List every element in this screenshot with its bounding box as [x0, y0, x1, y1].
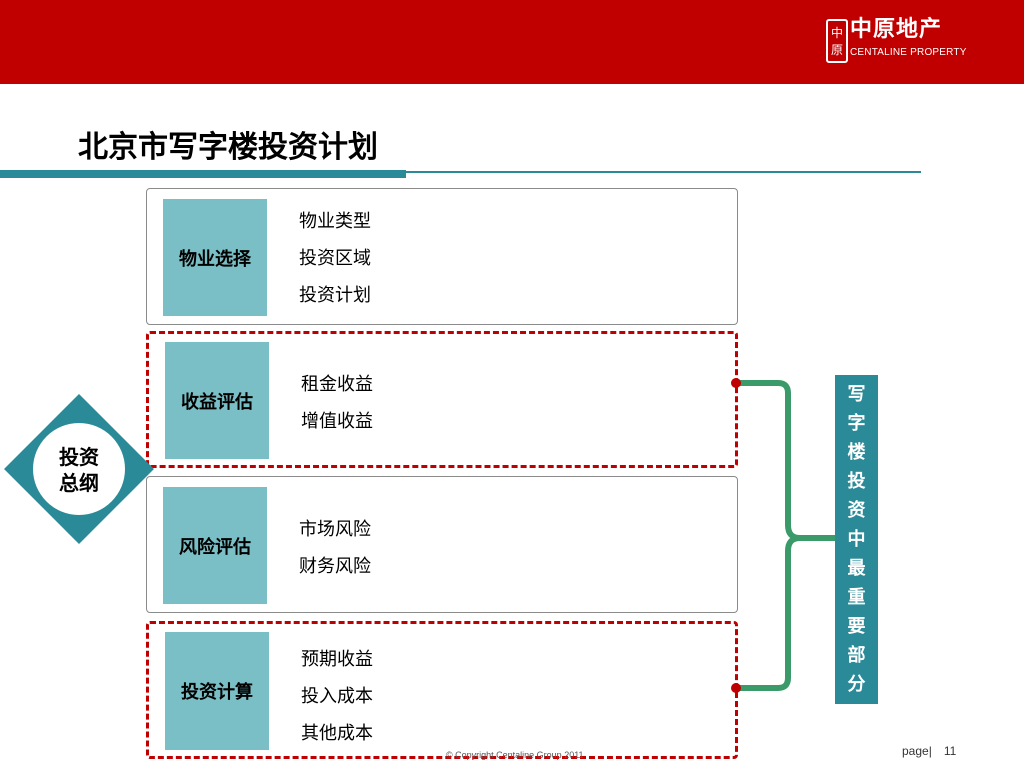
card-item: 投资区域	[299, 248, 371, 269]
card-risk-assessment: 风险评估 市场风险 财务风险	[146, 476, 738, 613]
logo-english-name: CENTALINE PROPERTY	[850, 47, 967, 58]
title-underline-thick	[0, 170, 406, 178]
brace-dot-top	[731, 378, 741, 388]
highlight-char: 要	[847, 616, 866, 637]
highlight-char: 写	[847, 384, 866, 405]
copyright-notice: © Copyright Centaline Group 2011	[446, 750, 584, 760]
highlight-vertical-label: 写 字 楼 投 资 中 最 重 要 部 分	[835, 375, 878, 704]
company-logo: 中 原 中原地产 CENTALINE PROPERTY	[826, 17, 976, 63]
card-items: 市场风险 财务风险	[299, 511, 371, 585]
card-item: 投入成本	[301, 686, 373, 707]
highlight-char: 最	[847, 558, 866, 579]
hub-circle	[33, 423, 125, 515]
card-label: 投资计算	[165, 632, 269, 750]
card-item: 财务风险	[299, 556, 371, 577]
svg-text:原: 原	[831, 43, 843, 57]
page-number: 11	[943, 744, 957, 758]
card-item: 租金收益	[301, 374, 373, 395]
brace-path	[733, 380, 838, 691]
logo-seal-icon: 中 原	[826, 19, 848, 63]
page-label: page|	[902, 744, 932, 758]
highlight-char: 投	[847, 471, 866, 492]
card-investment-calculation: 投资计算 预期收益 投入成本 其他成本	[146, 621, 738, 759]
header-bar: 中 原 中原地产 CENTALINE PROPERTY	[0, 0, 1024, 84]
hub-label-line: 总纲	[59, 471, 99, 495]
highlight-char: 楼	[847, 442, 866, 463]
page-title: 北京市写字楼投资计划	[78, 130, 378, 165]
hub-label: 投资 总纲	[33, 444, 125, 496]
highlight-char: 部	[847, 645, 866, 666]
card-items: 租金收益 增值收益	[301, 366, 373, 440]
card-label: 物业选择	[163, 199, 267, 316]
highlight-char: 重	[847, 587, 866, 608]
hub-label-line: 投资	[59, 445, 99, 469]
card-items: 预期收益 投入成本 其他成本	[301, 641, 373, 752]
highlight-char: 字	[847, 413, 866, 434]
card-item: 其他成本	[301, 723, 373, 744]
svg-text:中: 中	[831, 25, 843, 40]
title-underline-thin	[406, 171, 921, 173]
card-item: 增值收益	[301, 411, 373, 432]
page-indicator: page| 11	[902, 744, 956, 758]
brace-dot-bottom	[731, 683, 741, 693]
highlight-char: 资	[847, 500, 866, 521]
card-return-assessment: 收益评估 租金收益 增值收益	[146, 331, 738, 468]
card-item: 物业类型	[299, 211, 371, 232]
card-label: 风险评估	[163, 487, 267, 604]
card-label: 收益评估	[165, 342, 269, 459]
card-item: 预期收益	[301, 649, 373, 670]
card-item: 投资计划	[299, 285, 371, 306]
logo-chinese-name: 中原地产	[850, 17, 943, 42]
investment-outline-hub: 投资 总纲	[4, 394, 154, 544]
highlight-char: 分	[847, 674, 866, 695]
card-items: 物业类型 投资区域 投资计划	[299, 203, 371, 314]
card-item: 市场风险	[299, 519, 371, 540]
brace-connector	[731, 378, 838, 693]
highlight-char: 中	[847, 529, 866, 550]
card-property-selection: 物业选择 物业类型 投资区域 投资计划	[146, 188, 738, 325]
